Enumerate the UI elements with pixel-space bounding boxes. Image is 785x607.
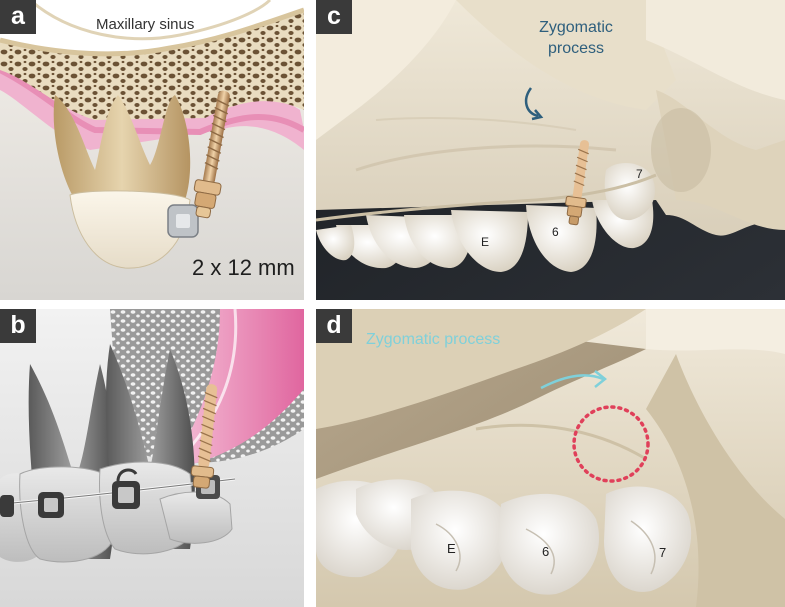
- tooth-label-6: 6: [552, 225, 559, 239]
- panel-d-label: d: [316, 309, 352, 343]
- screw-dimension-label: 2 x 12 mm: [192, 255, 295, 280]
- tooth-label-7: 7: [659, 545, 667, 560]
- panel-d-photo: [316, 309, 785, 607]
- tooth-label-7: 7: [636, 167, 643, 181]
- panel-a-label: a: [0, 0, 36, 34]
- panel-b-illustration: [0, 309, 304, 607]
- panel-a: a Maxillary sinus 2 x 12 mm: [0, 0, 304, 300]
- tooth-label-e: E: [481, 235, 490, 249]
- panel-b: b: [0, 309, 304, 607]
- zygomatic-process-label: Zygomatic process: [539, 19, 613, 57]
- zygomatic-process-label: Zygomatic process: [366, 331, 501, 348]
- panel-a-illustration: [0, 0, 304, 300]
- panel-c-photo: [316, 0, 785, 300]
- panel-c: c Zygomatic process E 6 7: [316, 0, 785, 300]
- panel-c-label: c: [316, 0, 352, 34]
- maxillary-sinus-label: Maxillary sinus: [96, 16, 195, 33]
- panel-b-label: b: [0, 309, 36, 343]
- tooth-label-6: 6: [542, 544, 550, 559]
- tooth-label-e: E: [447, 541, 456, 556]
- panel-d: d Zygomatic process E 6 7: [316, 309, 785, 607]
